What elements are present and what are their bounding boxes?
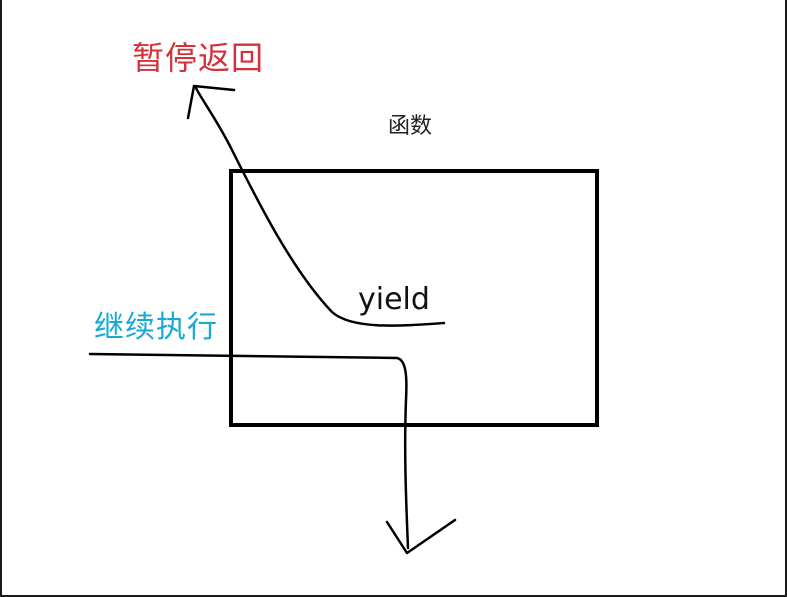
continue-arrow-path	[88, 352, 410, 550]
yield-label: yield	[358, 282, 430, 317]
return-arrowhead	[186, 84, 236, 120]
continue-exec-label: 继续执行	[94, 310, 218, 345]
return-arrow-path	[194, 86, 446, 327]
function-label: 函数	[388, 114, 433, 139]
continue-arrowhead	[385, 518, 457, 555]
pause-return-label: 暂停返回	[132, 39, 265, 77]
function-box	[229, 169, 599, 427]
